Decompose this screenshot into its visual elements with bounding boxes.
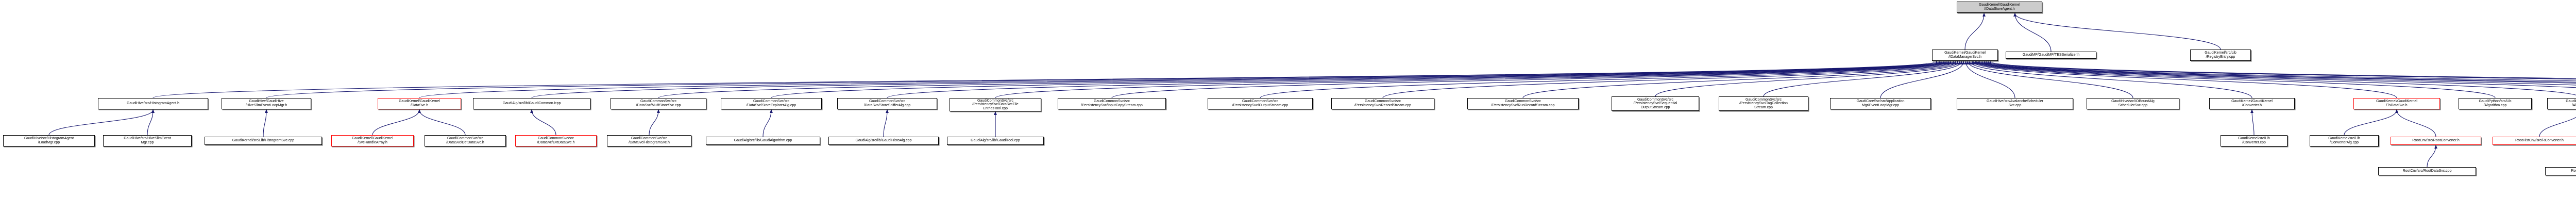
graph-node[interactable]: GaudiCommonSvc/src /DataSvc/HistogramSvc… [607, 135, 691, 146]
graph-node[interactable]: GaudiAlg/src/lib/GaudiAlgorithm.cpp [706, 137, 820, 145]
graph-node[interactable]: GaudiKernel/src/Lib /RegistryEntry.cpp [2190, 50, 2251, 61]
graph-node[interactable]: RootCnv/src/RootDataSvc.cpp [2378, 167, 2476, 175]
graph-node[interactable]: GaudiKernel/src/Lib /ConverterAlg.cpp [2310, 135, 2379, 146]
graph-node[interactable]: GaudiHive/src/AvalancheScheduler Svc.cpp [1957, 98, 2073, 109]
graph-node[interactable]: GaudiCommonSvc/src /PersistencySvc/Input… [1058, 98, 1166, 109]
graph-node[interactable]: RootHistCnv/src/RConverter.h [2493, 137, 2576, 145]
graph-node[interactable]: GaudiKernel/GaudiKernel /SvcHandleArray.… [331, 135, 414, 146]
graph-node[interactable]: GaudiCommonSvc/src /PersistencySvc/RunRe… [1467, 98, 1579, 109]
graph-node[interactable]: GaudiHive/src/HistogramAgent /LoadMgr.cp… [3, 135, 95, 146]
graph-node[interactable]: GaudiKernel/src/Lib /AlgTool.cpp [2547, 98, 2576, 109]
graph-node[interactable]: GaudiKernel/GaudiKernel /DataSvc.h [378, 98, 461, 109]
graph-node[interactable]: RootHistCnv/src/RConverter.cpp [2545, 167, 2576, 175]
graph-node[interactable]: GaudiCommonSvc/src /DataSvc/DetDataSvc.h [425, 135, 506, 146]
graph-node-root[interactable]: GaudiKernel/GaudiKernel /IDataStoreAgent… [1957, 2, 2042, 13]
graph-node[interactable]: GaudiCommonSvc/src /DataSvc/MultiStoreSv… [611, 98, 706, 109]
graph-node[interactable]: GaudiHive/src/IOBoundAlg SchedulerSvc.cp… [2087, 98, 2179, 109]
graph-node[interactable]: GaudiCommonSvc/src /DataSvc/EvtDataSvc.h [515, 135, 597, 146]
graph-node[interactable]: GaudiCommonSvc/src /DataSvc/StoreSniffer… [837, 98, 937, 109]
graph-node[interactable]: GaudiCommonSvc/src /DataSvc/StoreExplore… [721, 98, 822, 109]
graph-node[interactable]: GaudiPython/src/Lib /Algorithm.cpp [2459, 98, 2532, 109]
graph-node[interactable]: GaudiCommonSvc/src /PersistencySvc/Outpu… [1208, 98, 1313, 109]
graph-node[interactable]: GaudiAlg/src/lib/GaudiTool.cpp [947, 137, 1044, 145]
graph-node[interactable]: GaudiKernel/GaudiKernel /IDataManagerSvc… [1932, 50, 1998, 61]
graph-node[interactable]: RootCnv/src/RootConverter.h [2391, 137, 2481, 145]
graph-node[interactable]: GaudiKernel/GaudiKernel /Converter.h [2209, 98, 2295, 109]
graph-node[interactable]: GaudiCommonSvc/src /PersistencySvc/Recor… [1331, 98, 1434, 109]
graph-node[interactable]: GaudiCommonSvc/src /PersistencySvc/Seque… [1612, 96, 1699, 111]
graph-node[interactable]: GaudiHive/GaudiHive /HiveSlimEventLoopMg… [222, 98, 311, 109]
graph-node[interactable]: GaudiKernel/src/Lib /Converter.cpp [2221, 135, 2287, 146]
graph-node[interactable]: GaudiKernel/GaudiKernel /TsDataSvc.h [2353, 98, 2440, 109]
graph-node[interactable]: GaudiCommonSvc/src /PersistencySvc/DataS… [950, 98, 1041, 111]
graph-node[interactable]: GaudiHive/src/HistogramAgent.h [98, 98, 208, 109]
graph-node[interactable]: GaudiMP/GaudiMP/TESSerializer.h [2006, 52, 2096, 59]
graph-node[interactable]: GaudiKernel/src/Lib/HistogramSvc.cpp [205, 137, 322, 145]
graph-node[interactable]: GaudiAlg/src/lib/GaudiCommon.icpp [473, 98, 590, 109]
graph-node[interactable]: GaudiAlg/src/lib/GaudiHistoAlg.cpp [828, 137, 939, 145]
graph-node[interactable]: GaudiHive/src/HiveSlimEvent Mgr.cpp [103, 135, 192, 146]
graph-node[interactable]: GaudiCoreSvc/src/Application Mgr/EventLo… [1830, 98, 1931, 109]
graph-node[interactable]: GaudiCommonSvc/src /PersistencySvc/TagCo… [1719, 96, 1808, 111]
